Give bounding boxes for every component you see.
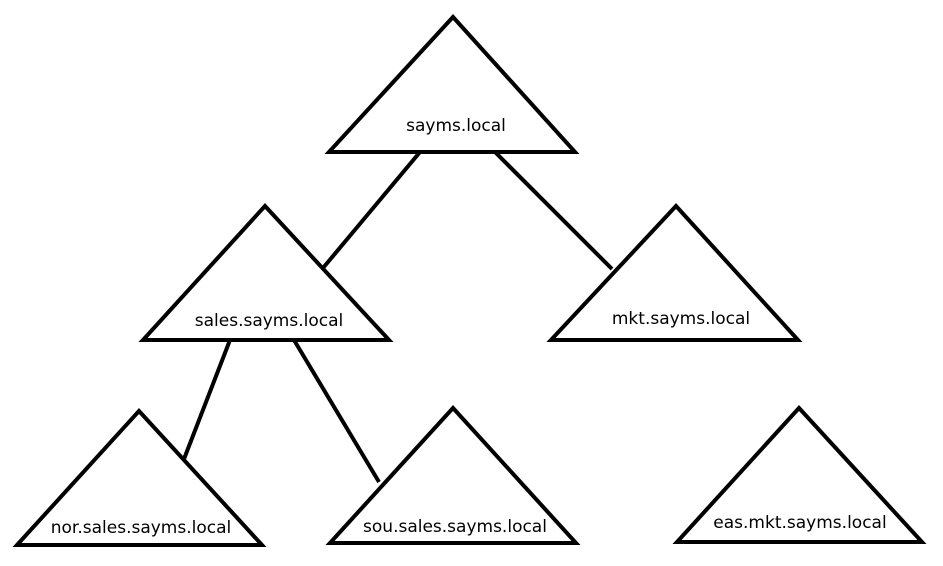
triangle-shape <box>12 408 267 547</box>
node-eas: eas.mkt.sayms.local <box>672 405 927 544</box>
triangle-shape <box>546 203 803 342</box>
node-label-root: sayms.local <box>406 116 506 136</box>
node-label-sou: sou.sales.sayms.local <box>363 517 547 537</box>
edge-sales-to-sou <box>292 338 381 484</box>
triangle-shape <box>324 14 580 154</box>
node-nor: nor.sales.sayms.local <box>12 408 267 547</box>
triangle-shape <box>325 405 581 545</box>
node-mkt: mkt.sayms.local <box>546 203 803 342</box>
node-label-nor: nor.sales.sayms.local <box>51 518 232 538</box>
triangle-shape <box>138 203 394 342</box>
node-label-eas: eas.mkt.sayms.local <box>713 513 886 533</box>
node-sou: sou.sales.sayms.local <box>325 405 581 545</box>
triangle-shape <box>672 405 927 544</box>
edge-sales-to-nor <box>182 339 232 460</box>
node-label-mkt: mkt.sayms.local <box>612 309 750 329</box>
edge-root-to-mkt <box>493 150 614 271</box>
node-label-sales: sales.sayms.local <box>195 311 343 331</box>
edge-root-to-sales <box>321 150 422 270</box>
node-sales: sales.sayms.local <box>138 203 394 342</box>
node-root: sayms.local <box>324 14 580 154</box>
